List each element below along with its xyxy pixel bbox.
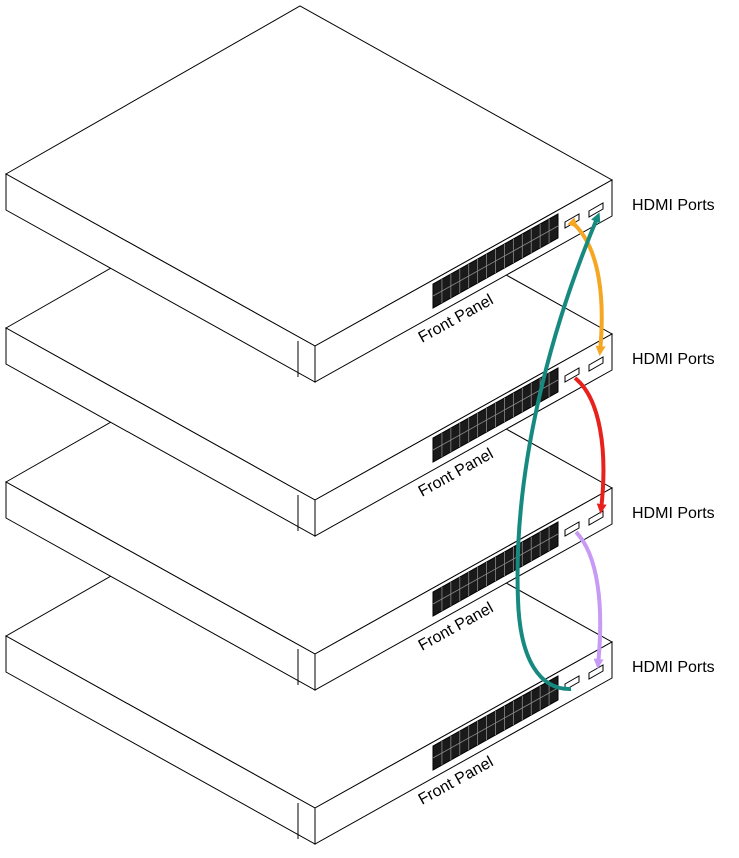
cable-teal-switch4-to-switch1 (515, 212, 601, 692)
port-row-divider (432, 379, 559, 451)
hdmi-port-slot (588, 356, 604, 372)
cables-layer (515, 212, 607, 692)
port-row-divider (432, 533, 559, 605)
cable-lavender-switch3-to-switch4 (574, 530, 604, 669)
port-row-divider (432, 687, 559, 759)
hdmi-labels: HDMI Ports HDMI Ports HDMI Ports HDMI Po… (632, 197, 715, 676)
hdmi-ports-label-4: HDMI Ports (632, 659, 715, 676)
cable-orange-switch1-to-switch2 (567, 217, 606, 356)
hdmi-ports-label-2: HDMI Ports (632, 351, 715, 368)
hdmi-ports-label-1: HDMI Ports (632, 197, 715, 214)
hdmi-port-slot (564, 367, 580, 383)
hdmi-ports-label-3: HDMI Ports (632, 505, 715, 522)
cable-red-switch2-to-switch3 (573, 376, 607, 514)
hdmi-port-slot (564, 521, 580, 537)
port-row-divider (432, 225, 559, 297)
